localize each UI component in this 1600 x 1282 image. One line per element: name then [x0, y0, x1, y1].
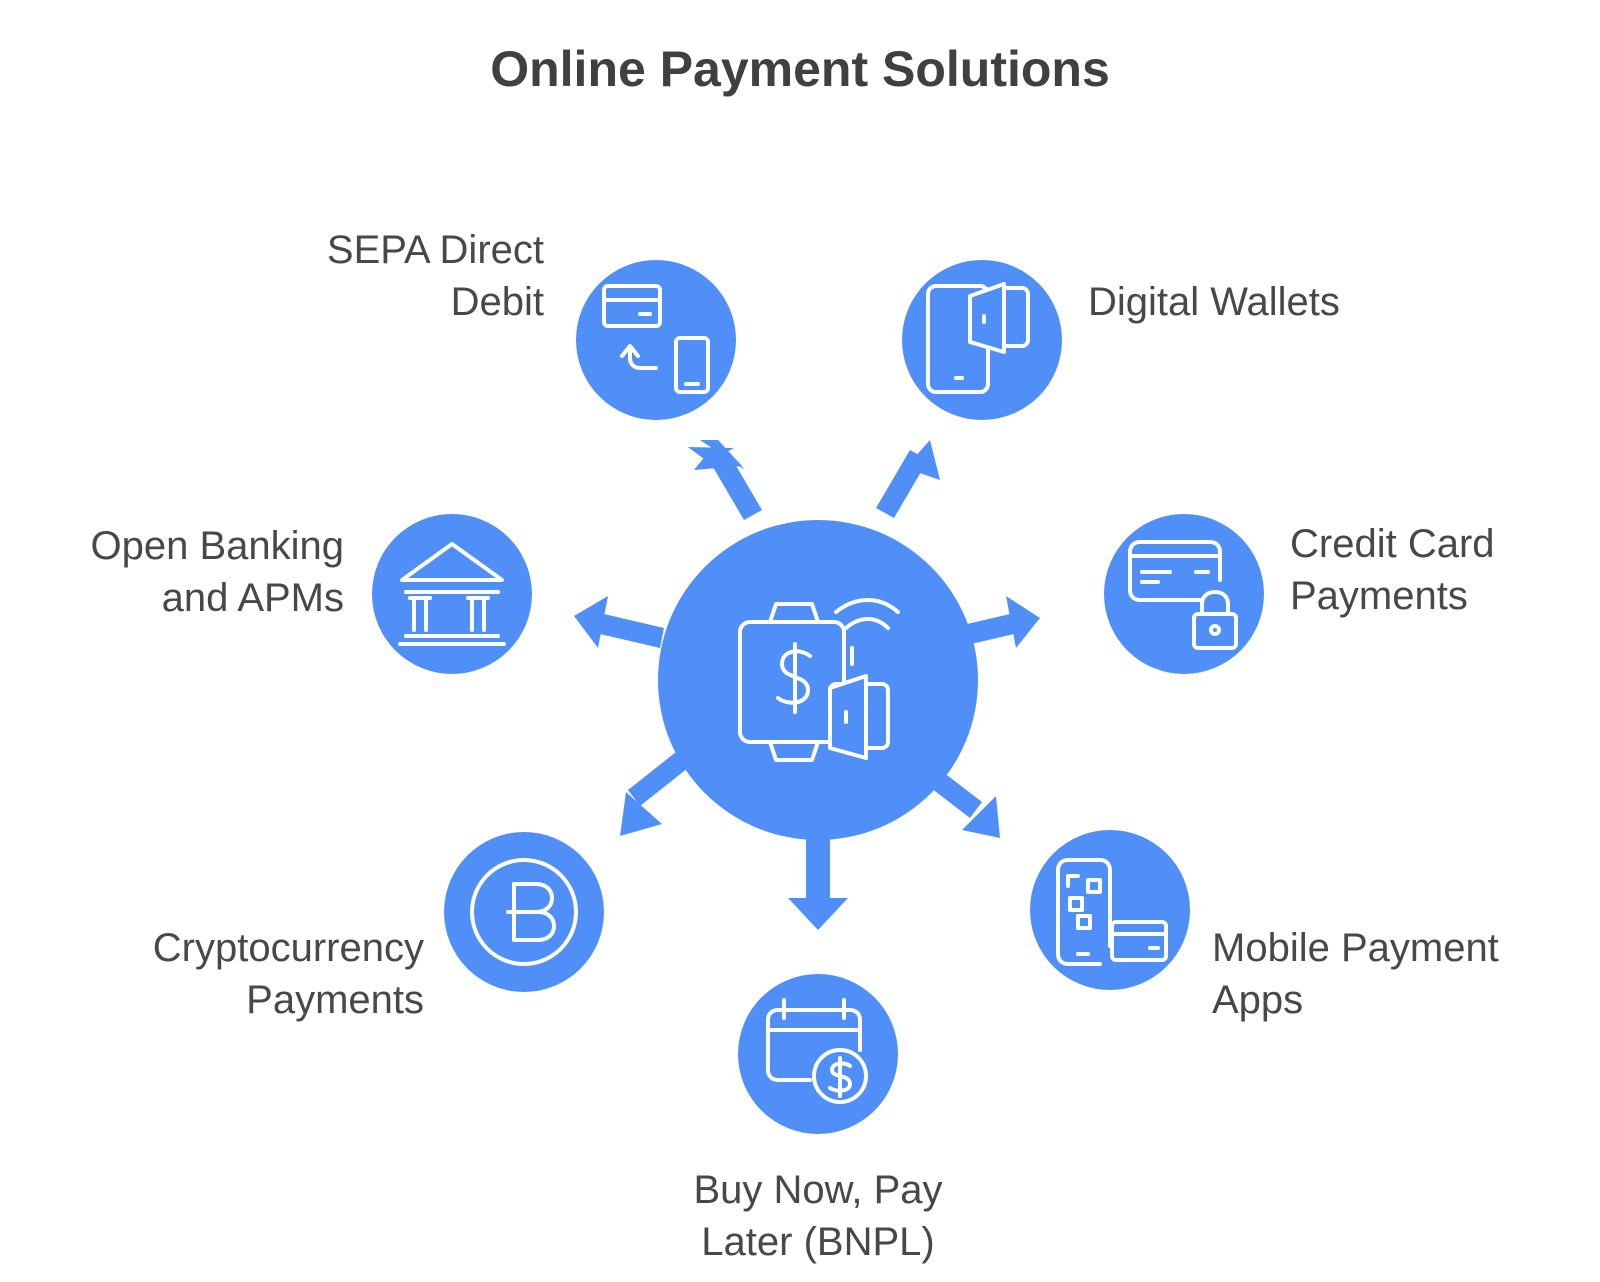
label-bnpl: Buy Now, Pay Later (BNPL) [630, 1164, 1006, 1268]
label-mobile-line1: Mobile Payment [1212, 926, 1499, 970]
label-bnpl-line2: Later (BNPL) [701, 1220, 935, 1264]
label-mobile-line2: Apps [1212, 978, 1304, 1022]
bitcoin-icon [470, 858, 578, 966]
card-lock-icon [1128, 540, 1238, 650]
label-crypto-line2: Payments [246, 978, 424, 1022]
phone-wallet-icon [926, 282, 1030, 394]
label-wallets-line1: Digital Wallets [1088, 280, 1340, 324]
label-bnpl-line1: Buy Now, Pay [693, 1168, 943, 1212]
arrow-wallets [876, 440, 940, 518]
label-sepa: SEPA Direct Debit [248, 224, 544, 328]
arrow-banking [574, 596, 664, 648]
label-sepa-line1: SEPA Direct [326, 228, 544, 272]
arrow-sepa-head [694, 440, 742, 470]
label-crypto: Cryptocurrency Payments [60, 922, 424, 1026]
wallet-payment-icon [738, 598, 900, 762]
label-credit-line2: Payments [1290, 574, 1468, 618]
arrow-crypto [620, 752, 688, 836]
node-bnpl [738, 974, 898, 1134]
label-crypto-line1: Cryptocurrency [152, 926, 424, 970]
node-credit [1104, 514, 1264, 674]
bank-icon [398, 542, 506, 646]
diagram-title: Online Payment Solutions [490, 41, 1110, 97]
label-wallets: Digital Wallets [1088, 276, 1428, 328]
label-credit-line1: Credit Card [1290, 522, 1495, 566]
label-mobile: Mobile Payment Apps [1212, 922, 1582, 1026]
label-banking-line1: Open Banking [90, 524, 344, 568]
label-credit: Credit Card Payments [1290, 518, 1580, 622]
phone-qr-card-icon [1056, 858, 1168, 966]
label-sepa-line2: Debit [450, 280, 544, 324]
label-banking-line2: and APMs [161, 576, 344, 620]
card-phone-transfer-icon [602, 284, 710, 394]
center-node [658, 520, 978, 840]
label-banking: Open Banking and APMs [40, 520, 344, 624]
calendar-dollar-icon [766, 998, 868, 1104]
